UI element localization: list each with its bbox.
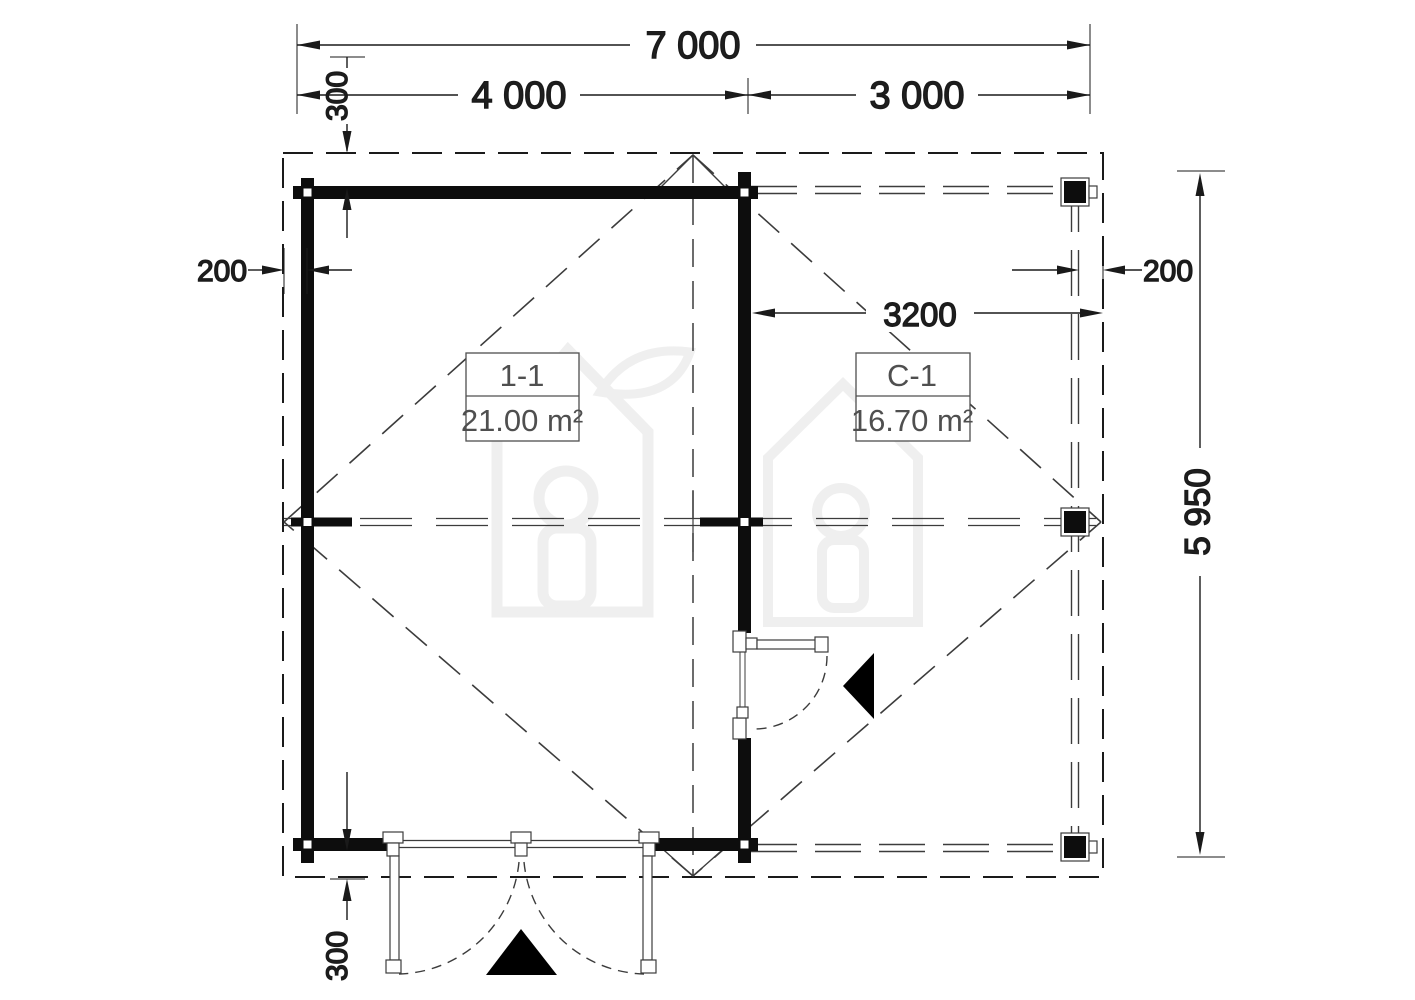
door-hinge-right: [638, 831, 660, 844]
door-leaf-right: [642, 855, 653, 961]
room-id: 1-1: [500, 358, 545, 393]
terrace-posts: [1060, 177, 1098, 862]
post-top-right: [1060, 177, 1098, 207]
door-hinge-center: [510, 831, 532, 844]
log-joint-marks: [303, 188, 749, 849]
door-leaf-right-cap: [640, 959, 657, 974]
centerline-stub-middle-right: [751, 517, 763, 527]
dim-offset-right: 200: [1012, 248, 1194, 294]
cabin-walls: [291, 172, 763, 863]
door-leaf-left-cap: [385, 959, 402, 974]
post-bottom-right: [1060, 832, 1098, 862]
room-label-1-1: 1-1 21.00 m²: [461, 352, 583, 442]
wall-middle-lower: [738, 738, 751, 863]
roof-hip-lines: [283, 154, 1102, 877]
door-hinge-left: [382, 831, 404, 844]
dim-total-width: 7 000: [296, 24, 1091, 114]
room-area: 21.00 m²: [461, 403, 583, 438]
hip-line-bottom-left: [283, 521, 694, 877]
door-hinge-center-stem: [514, 842, 528, 857]
single-door-hinge-bottom-tab: [736, 706, 749, 719]
dim-total-depth-value: 5 950: [1178, 468, 1217, 556]
hip-line-top-right: [692, 154, 1102, 523]
door-hinge-left-stem: [386, 842, 400, 857]
door-leaf-left: [389, 855, 400, 961]
wall-middle-upper: [738, 172, 751, 633]
dim-terrace-clear-width-value: 3200: [883, 296, 956, 333]
center-line: [284, 517, 1101, 527]
single-door-hinge-bottom: [732, 717, 747, 740]
double-door: [382, 831, 660, 975]
door-swing-arc-left: [398, 861, 520, 975]
gable-mark-bottom: [656, 843, 730, 877]
single-door-leaf: [756, 639, 818, 650]
hip-line-top-left: [283, 154, 694, 523]
door-hinge-right-stem: [642, 842, 656, 857]
dim-terrace-width-value: 3 000: [869, 75, 964, 117]
wall-bottom-right-segment: [650, 838, 758, 851]
single-door: [732, 630, 874, 740]
post-middle-right: [1060, 507, 1090, 537]
door-swing-arc-right: [523, 861, 645, 975]
single-door-hinge-top-tab: [745, 637, 758, 650]
single-door-leaf-cap: [814, 636, 829, 653]
centerline-stub-left-outer: [291, 517, 301, 527]
door-direction-triangle: [486, 929, 557, 975]
dim-terrace-clear-width: 3200: [752, 294, 1103, 334]
centerline-stub-left-inner: [314, 517, 352, 527]
single-door-direction-triangle: [843, 653, 874, 719]
single-door-hinge-top: [732, 630, 747, 653]
wall-bottom-left-segment: [293, 838, 392, 851]
gable-mark-top: [656, 154, 730, 192]
dim-offset-left: 200: [196, 248, 352, 294]
single-door-closed-line: [739, 651, 746, 708]
dim-overhang-bottom-value: 300: [321, 931, 354, 981]
dim-total-depth: 5 950: [1177, 170, 1225, 858]
dim-overhang-top: 300: [320, 56, 365, 238]
dim-overhang-bottom: 300: [320, 772, 365, 982]
hip-line-bottom-right: [692, 521, 1102, 877]
dim-overhang-top-value: 300: [321, 71, 354, 121]
room-label-c-1: C-1 16.70 m²: [851, 352, 973, 442]
dim-offset-right-value: 200: [1143, 255, 1193, 288]
room-area: 16.70 m²: [851, 403, 973, 438]
dim-total-width-value: 7 000: [645, 25, 740, 67]
dim-offset-left-value: 200: [197, 255, 247, 288]
single-door-swing-arc: [753, 655, 828, 730]
dim-cabin-width-value: 4 000: [471, 75, 566, 117]
roof-overhang-outline: [282, 152, 1104, 878]
dim-split-width: 4 000 3 000: [297, 74, 1090, 118]
centerline-stub-middle-left: [700, 517, 738, 527]
wall-top: [293, 186, 758, 199]
room-id: C-1: [887, 358, 937, 393]
